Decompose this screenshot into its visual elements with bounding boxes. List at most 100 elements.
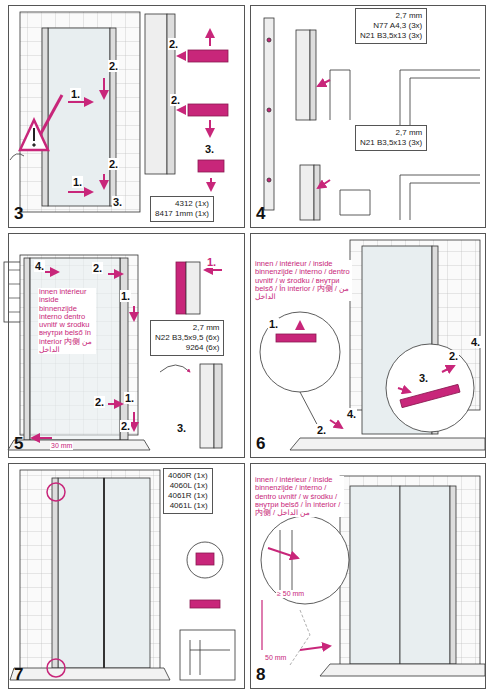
drawing-stroke (178, 30, 210, 136)
parts-box: 2,7 mmN22 B3,5x9,5 (6x)9264 (6x) (150, 320, 224, 356)
inside-note: innen intérieur inside binnenzijde inter… (38, 288, 96, 354)
drawing-stroke (10, 668, 170, 680)
drawing-stroke (260, 312, 340, 392)
callout-number: 1. (70, 88, 81, 100)
drawing-stroke (108, 273, 122, 275)
part-list-entry: 4312 (1x) (155, 199, 209, 209)
drawing-stroke (133, 412, 135, 430)
drawing-stroke (187, 542, 223, 578)
callout-number: 2. (94, 396, 105, 408)
part-list-entry: 9264 (6x) (155, 343, 219, 353)
drawing-stroke (296, 30, 310, 120)
drawing-stroke (310, 30, 316, 120)
drawing-stroke (32, 272, 134, 438)
drawing-stroke (290, 438, 485, 450)
callout-number: 4. (470, 336, 481, 348)
drawing-stroke (340, 476, 480, 666)
step7-illustration (10, 470, 235, 680)
drawing-stroke (300, 646, 330, 650)
step-number: 7 (14, 665, 23, 685)
dimension: ≥ 50 mm (276, 590, 305, 598)
callout-number: 2. (168, 38, 179, 50)
dimension: 50 mm (264, 654, 287, 662)
drawing-stroke (33, 144, 36, 147)
part-list-entry: N21 B3,5x13 (3x) (360, 31, 422, 41)
callout-number: 2. (120, 420, 131, 432)
drawing-stroke (276, 334, 316, 342)
parts-box: 2,7 mmN21 B3,5x13 (3x) (355, 125, 427, 151)
drawing-stroke (340, 190, 370, 215)
drawing-stroke (264, 18, 274, 210)
part-list-entry: 2,7 mm (360, 128, 422, 138)
callout-number: 2. (108, 158, 119, 170)
drawing-stroke (210, 178, 212, 190)
callout-number: 4. (346, 408, 357, 420)
drawing-stroke (160, 365, 190, 372)
drawing-stroke (261, 516, 349, 604)
drawing-stroke (178, 109, 186, 111)
drawing-stroke (268, 548, 298, 558)
drawing-stroke (267, 38, 271, 42)
callout-number: 4. (34, 260, 45, 272)
drawing-stroke (350, 486, 400, 664)
callout-number: 2. (170, 94, 181, 106)
drawing-stroke (200, 364, 214, 448)
drawing-stroke (186, 262, 200, 314)
drawing-stroke (450, 486, 456, 664)
callout-number: 1. (124, 392, 135, 404)
callout-number: 1. (268, 318, 279, 330)
drawing-stroke (120, 258, 128, 440)
drawing-stroke (318, 180, 330, 188)
drawing-stroke (33, 128, 35, 141)
drawing-stroke (45, 271, 58, 273)
drawing-stroke (198, 160, 224, 172)
drawing-stroke (209, 120, 211, 136)
drawing-stroke (214, 364, 222, 448)
drawing-stroke (68, 101, 92, 103)
parts-box: 4312 (1x)8417 1mm (1x) (150, 196, 214, 222)
drawing-stroke (196, 553, 214, 565)
drawing-stroke (104, 478, 150, 668)
drawing-stroke (68, 191, 92, 193)
drawing-stroke (386, 344, 474, 432)
part-list-entry: 4060R (1x) (168, 471, 208, 481)
callout-number: 3. (176, 422, 187, 434)
drawing-stroke (20, 120, 48, 150)
part-list-entry: N77 A4,3 (3x) (360, 21, 422, 31)
drawing-stroke (32, 437, 52, 439)
drawing-stroke (400, 486, 450, 664)
drawing-stroke (42, 28, 48, 206)
step-panel: 42,7 mmN77 A4,3 (3x)N21 B3,5x13 (3x)2,7 … (250, 5, 486, 228)
drawing-stroke (58, 478, 104, 668)
drawing-stroke (400, 384, 460, 407)
part-list-entry: 8417 1mm (1x) (155, 209, 209, 219)
drawing-stroke (267, 178, 271, 182)
drawing-stroke (30, 258, 120, 440)
drawing-stroke (188, 104, 228, 116)
drawing-stroke (330, 70, 350, 120)
callout-number: 1. (72, 176, 83, 188)
drawing-stroke (20, 12, 140, 212)
drawing-stroke (300, 165, 314, 220)
part-list-entry: 4061R (1x) (168, 491, 208, 501)
drawing-stroke (330, 366, 454, 428)
drawing-stroke (20, 470, 160, 670)
drawing-stroke (68, 78, 104, 192)
drawing-stroke (176, 262, 186, 314)
step-number: 6 (256, 434, 265, 454)
callout-number: 2. (448, 350, 459, 362)
drawing-stroke (103, 478, 105, 668)
drawing-stroke (261, 600, 262, 650)
callout-number: 1. (206, 256, 217, 268)
drawing-stroke (52, 478, 58, 668)
part-list-entry: 4061L (1x) (168, 501, 208, 511)
callout-number: 2. (92, 262, 103, 274)
drawing-stroke (108, 403, 122, 405)
parts-box: 2,7 mmN77 A4,3 (3x)N21 B3,5x13 (3x) (355, 8, 427, 44)
drawing-stroke (103, 174, 105, 188)
drawing-stroke (267, 108, 271, 112)
drawing-stroke (442, 366, 454, 372)
step-number: 3 (14, 204, 23, 224)
drawing-stroke (103, 78, 105, 98)
